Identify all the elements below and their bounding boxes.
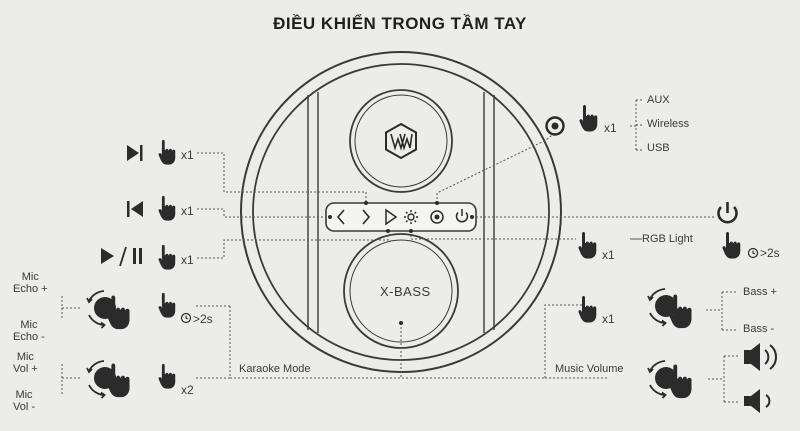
source-option-usb: USB bbox=[647, 142, 670, 154]
xbass-label: X-BASS bbox=[380, 284, 431, 299]
bass-minus-label: Bass - bbox=[743, 323, 775, 335]
chevron-right-icon[interactable] bbox=[362, 209, 371, 225]
play-outline-icon[interactable] bbox=[385, 208, 398, 226]
mic-echo-plus-label: Mic Echo + bbox=[13, 271, 48, 295]
tap-hand-icon bbox=[158, 195, 176, 221]
prev-count: x1 bbox=[181, 204, 194, 218]
chevron-left-icon[interactable] bbox=[336, 209, 345, 225]
sun-icon[interactable] bbox=[404, 210, 418, 224]
source-option-aux: AUX bbox=[647, 94, 670, 106]
tap-hand-icon bbox=[578, 232, 597, 259]
volume-up-icon bbox=[744, 343, 777, 371]
mic-echo-minus-label: Mic Echo - bbox=[13, 319, 45, 343]
tap-hand-icon bbox=[578, 296, 597, 323]
next-count: x1 bbox=[181, 148, 194, 162]
hold-hand-icon bbox=[722, 232, 741, 259]
xw-hexagon-logo-icon bbox=[385, 122, 417, 160]
source-option-wireless: Wireless bbox=[647, 118, 690, 130]
mic-echo-hold: >2s bbox=[193, 312, 213, 326]
control-panel bbox=[325, 202, 477, 232]
previous-track-icon bbox=[127, 201, 143, 217]
clock-icon bbox=[180, 312, 192, 324]
page-title: ĐIỀU KHIỂN TRONG TẦM TAY bbox=[273, 14, 527, 33]
clock-icon bbox=[747, 247, 759, 259]
source-target-icon[interactable] bbox=[430, 210, 444, 224]
rgb-light-count: x1 bbox=[602, 248, 615, 262]
play-count: x1 bbox=[181, 253, 194, 267]
mic-vol-minus-label: Mic Vol - bbox=[13, 389, 36, 413]
power-icon bbox=[717, 202, 738, 224]
bass-plus-label: Bass + bbox=[743, 286, 777, 298]
volume-down-icon bbox=[744, 389, 771, 413]
music-volume-label: Music Volume bbox=[555, 363, 624, 375]
mic-vol-plus-label: Mic Vol + bbox=[13, 351, 38, 375]
tap-hand-icon bbox=[158, 139, 176, 165]
mic-vol-count: x2 bbox=[181, 383, 194, 397]
source-count: x1 bbox=[604, 121, 617, 135]
next-track-icon bbox=[127, 145, 143, 161]
power-icon[interactable] bbox=[455, 209, 469, 223]
leader-dots bbox=[328, 201, 474, 325]
source-target-icon bbox=[545, 116, 565, 136]
karaoke-mode-label: Karaoke Mode bbox=[239, 363, 311, 375]
play-pause-icon bbox=[101, 246, 142, 267]
hold-hand-icon bbox=[158, 292, 176, 318]
double-tap-hand-icon bbox=[158, 363, 176, 389]
rgb-light-label: RGB Light bbox=[642, 233, 693, 245]
logo-speaker bbox=[349, 89, 453, 193]
leader-lines bbox=[61, 99, 738, 403]
bass-count: x1 bbox=[602, 312, 615, 326]
power-hold: >2s bbox=[760, 246, 780, 260]
tap-hand-icon bbox=[579, 105, 598, 132]
tap-hand-icon bbox=[158, 244, 176, 270]
